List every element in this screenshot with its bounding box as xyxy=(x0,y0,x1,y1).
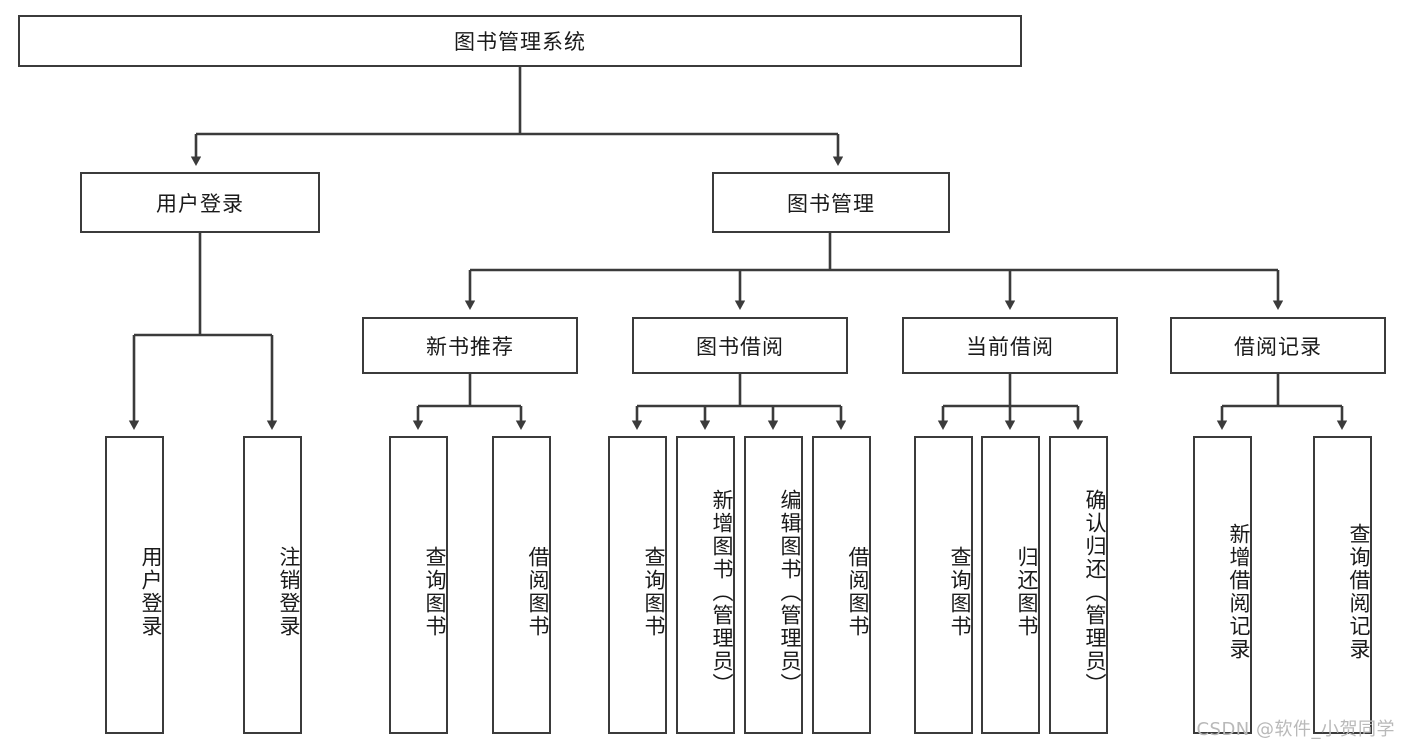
leaf-borrow-add-book[interactable]: 新增图书（管理员） xyxy=(676,436,735,734)
leaf-borrow-query-book[interactable]: 查询图书 xyxy=(608,436,667,734)
leaf-record-query[interactable]: 查询借阅记录 xyxy=(1313,436,1372,734)
node-new-book-recommend[interactable]: 新书推荐 xyxy=(362,317,578,374)
node-book-borrow[interactable]: 图书借阅 xyxy=(632,317,848,374)
leaf-label: 新增借阅记录 xyxy=(1227,523,1251,661)
leaf-label: 查询图书 xyxy=(948,546,972,638)
leaf-new-book-query[interactable]: 查询图书 xyxy=(389,436,448,734)
node-book-borrow-label: 图书借阅 xyxy=(696,334,784,359)
leaf-current-query-book[interactable]: 查询图书 xyxy=(914,436,973,734)
leaf-new-book-borrow[interactable]: 借阅图书 xyxy=(492,436,551,734)
leaf-user-login-logout[interactable]: 注销登录 xyxy=(243,436,302,734)
leaf-label: 查询图书 xyxy=(642,546,666,638)
node-book-management[interactable]: 图书管理 xyxy=(712,172,950,233)
node-borrow-record-label: 借阅记录 xyxy=(1234,334,1322,359)
leaf-label: 查询借阅记录 xyxy=(1347,523,1371,661)
leaf-label: 编辑图书（管理员） xyxy=(778,488,802,696)
leaf-current-confirm-return[interactable]: 确认归还（管理员） xyxy=(1049,436,1108,734)
node-user-login[interactable]: 用户登录 xyxy=(80,172,320,233)
node-book-management-label: 图书管理 xyxy=(787,191,875,216)
leaf-label: 注销登录 xyxy=(277,546,301,638)
leaf-user-login-login[interactable]: 用户登录 xyxy=(105,436,164,734)
leaf-current-return-book[interactable]: 归还图书 xyxy=(981,436,1040,734)
leaf-label: 借阅图书 xyxy=(526,546,550,638)
node-current-borrow[interactable]: 当前借阅 xyxy=(902,317,1118,374)
leaf-label: 确认归还（管理员） xyxy=(1083,488,1107,696)
leaf-label: 用户登录 xyxy=(139,546,163,638)
leaf-label: 归还图书 xyxy=(1015,546,1039,638)
leaf-label: 查询图书 xyxy=(423,546,447,638)
node-root[interactable]: 图书管理系统 xyxy=(18,15,1022,67)
leaf-label: 借阅图书 xyxy=(846,546,870,638)
leaf-label: 新增图书（管理员） xyxy=(710,488,734,696)
node-current-borrow-label: 当前借阅 xyxy=(966,334,1054,359)
node-user-login-label: 用户登录 xyxy=(156,191,244,216)
leaf-borrow-borrow-book[interactable]: 借阅图书 xyxy=(812,436,871,734)
node-root-label: 图书管理系统 xyxy=(454,30,586,54)
node-new-book-recommend-label: 新书推荐 xyxy=(426,334,514,359)
node-borrow-record[interactable]: 借阅记录 xyxy=(1170,317,1386,374)
leaf-record-add[interactable]: 新增借阅记录 xyxy=(1193,436,1252,734)
leaf-borrow-edit-book[interactable]: 编辑图书（管理员） xyxy=(744,436,803,734)
